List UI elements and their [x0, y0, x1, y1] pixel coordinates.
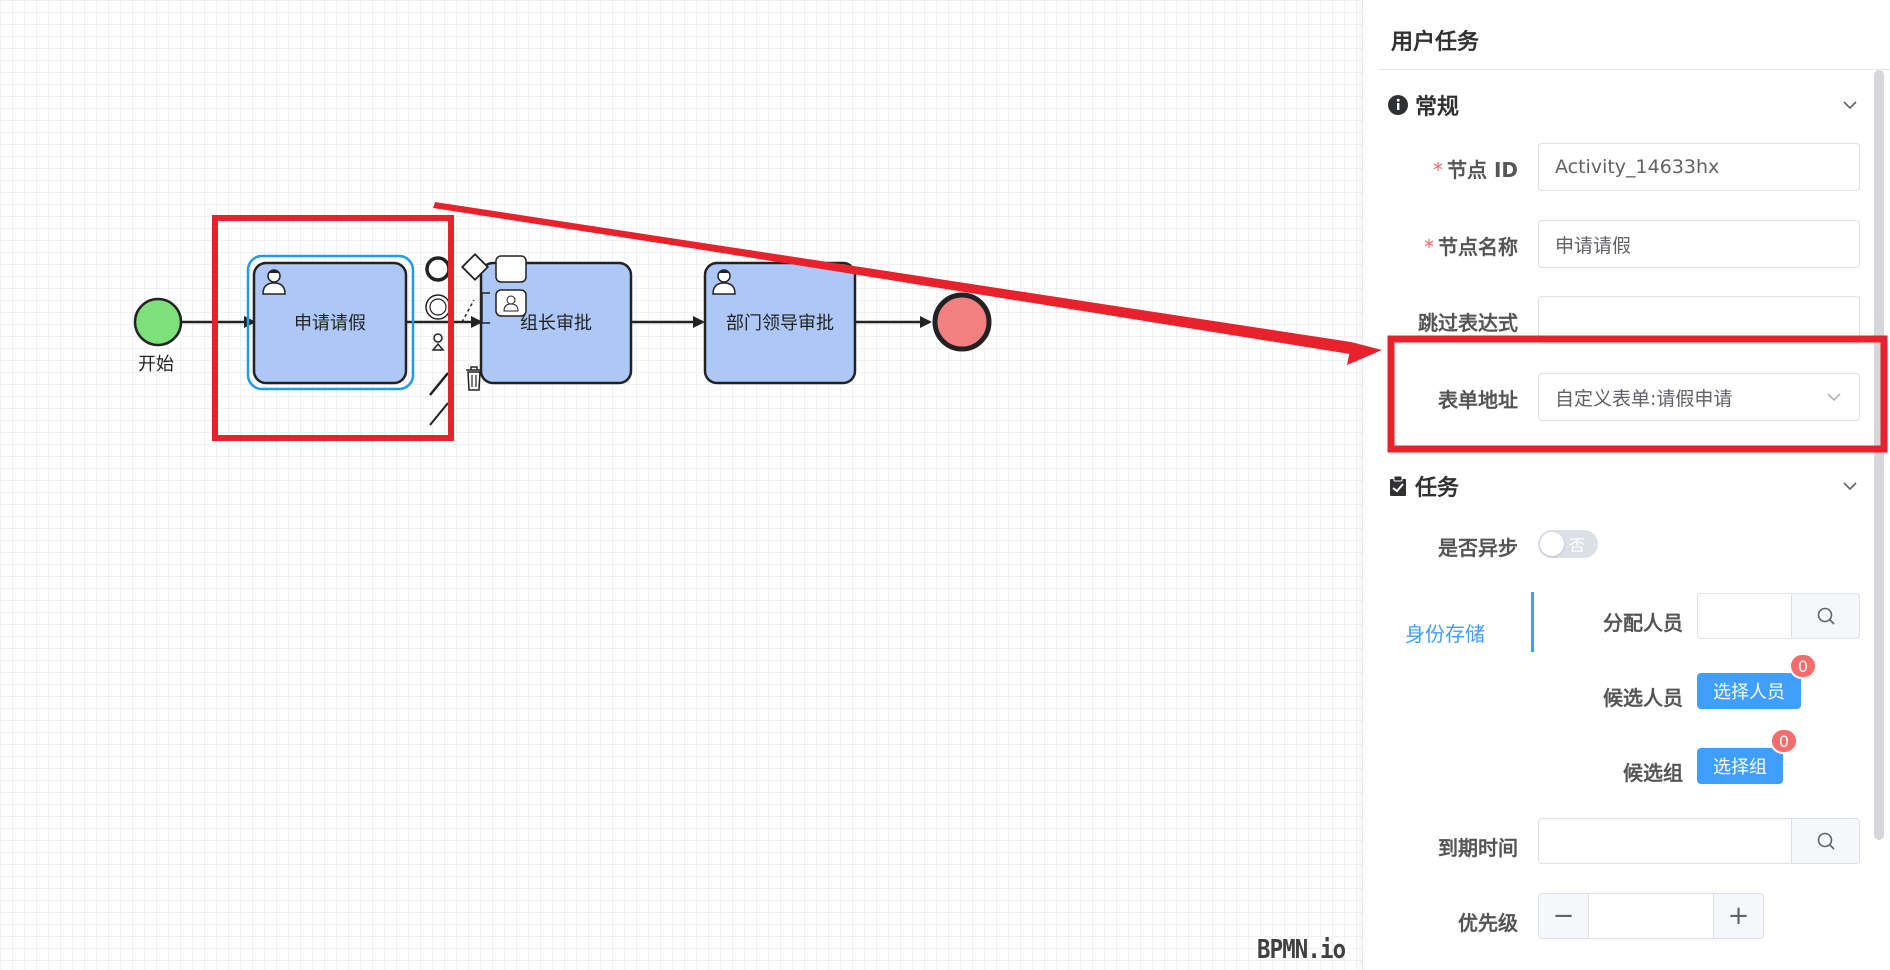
task-label: 部门领导审批 [726, 313, 834, 334]
node-id-label: *节点 ID [1432, 158, 1518, 182]
priority-stepper[interactable]: − + [1538, 893, 1764, 939]
start-event-label: 开始 [138, 354, 174, 375]
assignee-input[interactable] [1697, 593, 1860, 639]
due-date-label: 到期时间 [1438, 836, 1518, 860]
search-icon [1817, 832, 1835, 850]
assignee-field[interactable] [1698, 594, 1791, 638]
clipboard-check-icon [1387, 475, 1409, 497]
panel-divider [1378, 69, 1890, 70]
candidate-users-count-badge: 0 [1789, 653, 1817, 679]
select-users-button[interactable]: 选择人员 [1697, 673, 1801, 709]
connect-icon[interactable] [429, 402, 449, 426]
node-name-label: *节点名称 [1424, 235, 1518, 259]
due-date-field[interactable] [1539, 819, 1791, 863]
skip-expression-input[interactable] [1538, 296, 1860, 344]
async-label: 是否异步 [1438, 536, 1518, 560]
priority-value[interactable] [1589, 894, 1713, 938]
task-department-approval[interactable]: 部门领导审批 [703, 261, 857, 385]
change-type-user-icon[interactable] [495, 289, 527, 317]
info-icon [1387, 94, 1409, 116]
toggle-text: 否 [1569, 536, 1586, 555]
task-apply-leave[interactable]: 申请请假 [246, 254, 415, 391]
bpmn-diagram[interactable]: 开始 组长审批 部门领导审批 申请请 [0, 0, 1362, 970]
search-icon [1817, 607, 1835, 625]
chevron-down-icon[interactable] [1840, 95, 1860, 115]
form-url-select[interactable]: 自定义表单:请假申请 [1538, 373, 1860, 421]
section-task-label: 任务 [1415, 476, 1460, 501]
task-label: 申请请假 [294, 313, 366, 334]
bpmn-io-watermark[interactable]: BPMN.io [1257, 935, 1346, 965]
bpmn-canvas[interactable]: 开始 组长审批 部门领导审批 申请请 [0, 0, 1362, 970]
connect-icon[interactable] [429, 372, 449, 396]
search-button[interactable] [1791, 819, 1859, 863]
chevron-down-icon[interactable] [1840, 476, 1860, 496]
end-event[interactable] [932, 292, 992, 352]
select-groups-button[interactable]: 选择组 [1697, 748, 1783, 784]
form-url-label: 表单地址 [1438, 388, 1518, 412]
async-toggle[interactable]: 否 [1538, 530, 1598, 558]
trash-icon[interactable] [466, 366, 482, 391]
section-general-header[interactable]: 常规 [1387, 85, 1860, 125]
candidate-groups-count-badge: 0 [1770, 728, 1798, 754]
node-name-input[interactable]: 申请请假 [1538, 220, 1860, 268]
increment-button[interactable]: + [1713, 894, 1763, 938]
search-button[interactable] [1791, 594, 1859, 638]
skip-expression-label: 跳过表达式 [1418, 311, 1518, 335]
panel-scrollbar[interactable] [1874, 70, 1884, 840]
candidate-groups-label: 候选组 [1623, 761, 1683, 785]
start-event[interactable] [133, 297, 183, 347]
section-general-label: 常规 [1415, 95, 1460, 120]
panel-title: 用户任务 [1391, 30, 1480, 55]
priority-label: 优先级 [1458, 911, 1518, 935]
assignee-label: 分配人员 [1603, 611, 1683, 635]
append-task-icon[interactable] [495, 255, 527, 283]
chevron-down-icon [1825, 388, 1843, 406]
decrement-button[interactable]: − [1539, 894, 1589, 938]
node-id-input[interactable]: Activity_14633hx [1538, 143, 1860, 191]
tab-identity-store[interactable]: 身份存储 [1405, 622, 1485, 646]
section-task-header[interactable]: 任务 [1387, 466, 1860, 506]
task-label: 组长审批 [520, 313, 592, 334]
properties-panel: 用户任务 常规 *节点 ID Activity_14633hx *节点名称 申请… [1362, 0, 1890, 970]
active-tab-indicator [1531, 592, 1534, 652]
candidate-users-label: 候选人员 [1603, 686, 1683, 710]
due-date-input[interactable] [1538, 818, 1860, 864]
wrench-icon[interactable] [431, 333, 445, 351]
toggle-knob [1540, 532, 1564, 556]
append-end-event-icon[interactable] [425, 256, 451, 282]
